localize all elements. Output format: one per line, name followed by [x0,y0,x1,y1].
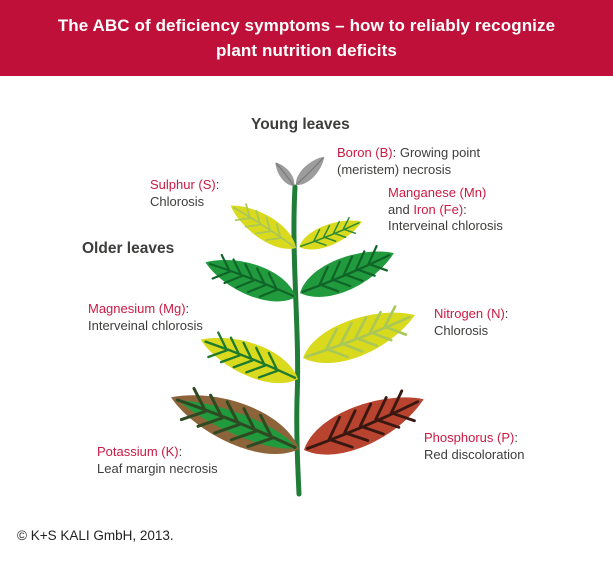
leaf-manganese-iron [299,216,363,250]
callout-nitrogen: Nitrogen (N): Chlorosis [434,306,508,339]
callout-manganese-iron: Manganese (Mn) and Iron (Fe): Interveina… [388,185,503,235]
leaf-phosphorus [304,389,424,455]
leaf-sulphur [230,203,296,249]
title-banner: The ABC of deficiency symptoms – how to … [0,0,613,76]
symptom-text: : Interveinal chlorosis [388,201,503,234]
leaf-growing-point-right-veins [296,157,324,185]
nutrient-name: Boron (B) [337,145,393,160]
leaf-older-right [300,245,394,297]
symptom-text: : Chlorosis [150,177,220,209]
symptom-text: : Leaf margin necrosis [97,444,218,476]
symptom-text: : Interveinal chlorosis [88,301,203,333]
callout-potassium: Potassium (K): Leaf margin necrosis [97,444,218,477]
callout-sulphur: Sulphur (S): Chlorosis [150,177,219,210]
young-leaves-heading: Young leaves [251,116,350,133]
leaf-older-left-veins [208,253,295,298]
copyright-text: © K+S KALI GmbH, 2013. [17,528,174,543]
leaf-older-right-veins [301,245,391,293]
symptom-text: : Red discoloration [424,430,525,462]
callout-boron: Boron (B): Growing point (meristem) necr… [337,145,480,178]
symptom-text: and [388,201,410,217]
nutrient-name: Iron (Fe) [413,201,464,217]
nutrient-name: Manganese (Mn) [388,185,487,200]
callout-magnesium: Magnesium (Mg): Interveinal chlorosis [88,301,203,334]
nutrient-name: Nitrogen (N) [434,306,505,321]
symptom-text: : Growing point (meristem) necrosis [337,145,481,177]
nutrient-name: Potassium (K) [97,444,179,459]
nutrient-name: Sulphur (S) [150,177,216,192]
nutrient-name: Magnesium (Mg) [88,301,186,316]
leaf-growing-point-right [295,156,325,186]
leaf-potassium-veins [175,386,297,449]
leaf-older-left-blade [205,260,296,302]
leaf-potassium [171,386,299,454]
callout-phosphorus: Phosphorus (P): Red discoloration [424,430,524,463]
leaf-older-left [205,253,296,302]
leaf-nitrogen [303,305,416,363]
leaf-magnesium-veins [204,331,297,379]
leaf-magnesium [200,331,298,384]
leaf-growing-point-left-veins [275,162,295,186]
symptom-text: : Chlorosis [434,306,509,338]
leaf-growing-point-left [275,162,295,186]
page-title-line2: plant nutrition deficits [216,41,397,60]
nutrient-name: Phosphorus (P) [424,430,515,445]
leaf-manganese-iron-veins [300,216,360,247]
older-leaves-heading: Older leaves [82,240,175,257]
leaf-phosphorus-veins [306,389,420,450]
leaf-sulphur-veins [232,203,295,248]
page-title-line1: The ABC of deficiency symptoms – how to … [57,16,556,35]
leaf-nitrogen-veins [305,305,411,359]
